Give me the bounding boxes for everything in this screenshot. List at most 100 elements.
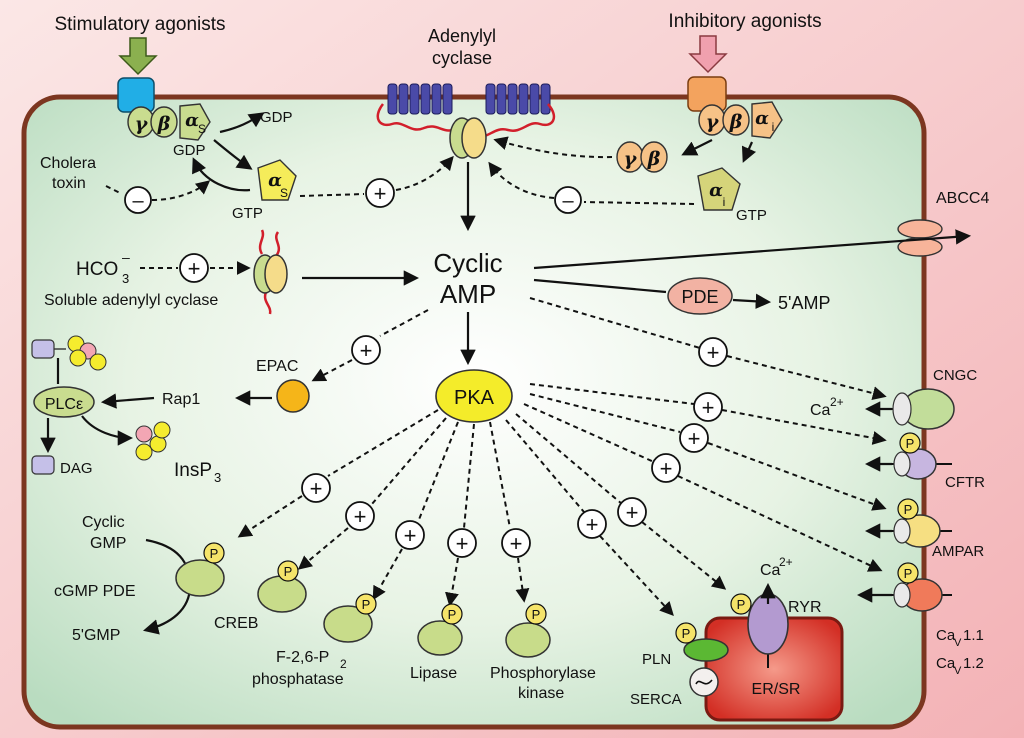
arrow-pde-to-5amp [732, 293, 772, 309]
arrow-rap1-to-plce [100, 393, 155, 409]
alpha-s-gtp: α S [257, 159, 297, 201]
alphas-ac-plus-circle [365, 178, 395, 208]
pka-cav-dash-2 [677, 475, 883, 572]
gi-alpha: α [755, 108, 769, 129]
serca-pump [689, 667, 719, 697]
pka-cav-dash-1 [523, 403, 655, 463]
label-gtp-right: GTP [736, 207, 767, 224]
ampar-pore [893, 518, 911, 544]
arrow-camp-to-pde [533, 278, 667, 294]
label-creb: CREB [214, 615, 258, 632]
pka-pln-plus-circle [577, 509, 607, 539]
epac-protein [276, 379, 310, 413]
label-insp3-sub: 3 [214, 470, 221, 485]
label-cftr: CFTR [945, 474, 985, 491]
label-toxin: toxin [52, 175, 86, 192]
pka-cgmppde-dash-1 [327, 409, 439, 477]
label-ca-cngc: Ca [810, 402, 831, 419]
cholera-inhibit-circle [124, 186, 152, 214]
alpha-s-gtp-alpha: α [268, 170, 282, 191]
f26p2-phospho-label: P [362, 597, 371, 612]
lipase-phospho [441, 603, 463, 625]
pka-phk-plus-circle [501, 528, 531, 558]
label-hco3-sub: 3 [122, 271, 129, 286]
label-gdp-mid: GDP [173, 142, 206, 159]
label-5gmp: 5'GMP [72, 627, 120, 644]
gi-protein: γ β α i [698, 101, 783, 139]
label-gdp-top: GDP [260, 109, 293, 126]
dag-molecule [31, 455, 55, 475]
label-amp: AMP [440, 279, 496, 309]
label-gtp-left: GTP [232, 205, 263, 222]
label-insp3: InsP [174, 460, 212, 481]
pka-pln-plus-sign: + [586, 512, 599, 537]
pln-phospho [675, 622, 697, 644]
label-cav12: Ca [936, 655, 956, 672]
ryr-phospho [730, 593, 752, 615]
ampar-phospho-label: P [904, 502, 913, 517]
camp-cngc-plus-circle [698, 337, 728, 367]
pka-cftr-plus-sign: + [702, 395, 715, 420]
serca-glyph [695, 679, 713, 685]
inhibitory-agonist-arrow [688, 35, 728, 74]
label-cyclase: cyclase [432, 48, 492, 68]
label-kinase: kinase [518, 685, 564, 702]
pka-ampar-dash-1 [529, 393, 681, 433]
gs-alpha-sub: S [198, 122, 206, 136]
label-stimulatory-agonists: Stimulatory agonists [54, 14, 225, 35]
gi-alpha-sub: i [772, 120, 775, 134]
arrow-to-alpha-s-gtp [213, 139, 253, 170]
pka-creb-dash-1 [371, 417, 447, 505]
label-cyclic: Cyclic [433, 248, 502, 278]
alpha-s-gtp-sub: S [280, 186, 288, 200]
pka-ryr-plus-circle [617, 497, 647, 527]
free-gamma: γ [624, 148, 638, 170]
pka-enzyme [435, 369, 513, 423]
label-rap1: Rap1 [162, 391, 200, 408]
alphas-ac-plus-sign: + [374, 181, 387, 206]
cholera-dash-1 [105, 185, 123, 195]
alpha-i-gtp-alpha: α [709, 180, 723, 201]
pka-creb-plus-sign: + [354, 504, 367, 529]
arrow-gi-to-gammabeta [681, 139, 713, 156]
gs-alpha: α [185, 110, 199, 131]
phk-phospho [525, 603, 547, 625]
cholera-minus-sign: – [132, 190, 144, 212]
pip2-molecule-top [31, 335, 107, 371]
label-cgmp-cyclic: Cyclic [82, 514, 125, 531]
camp-cngc-plus-sign: + [707, 340, 720, 365]
alphai-ac-minus-circle [554, 186, 582, 214]
label-abcc4: ABCC4 [936, 190, 989, 207]
gi-beta: β [729, 111, 743, 133]
pka-lipase-plus-sign: + [456, 531, 469, 556]
pka-lipase-dash-2 [445, 557, 459, 607]
label-ca-ryr-sup: 2+ [779, 555, 793, 569]
label-ryr: RYR [788, 599, 822, 616]
soluble-adenylyl-cyclase [253, 229, 288, 315]
abcc4-transporter [897, 219, 943, 257]
label-hco3: HCO [76, 259, 118, 280]
gs-protein: γ β α S [127, 103, 211, 141]
pka-ampar-plus-sign: + [688, 426, 701, 451]
phosphorylase-kinase-enzyme [505, 622, 551, 658]
camp-epac-plus-circle [351, 335, 381, 365]
alphai-ac-minus-sign: – [562, 190, 574, 212]
alpha-i-gtp-sub: i [723, 195, 726, 209]
cngc-pore [892, 392, 912, 426]
pka-creb-dash-2 [297, 527, 349, 570]
arrow-plce-to-insp3 [81, 415, 134, 446]
cav-phospho [897, 562, 919, 584]
label-cngc: CNGC [933, 367, 977, 384]
arrow-camp-to-abcc4 [533, 229, 972, 270]
gamma-beta-free: γ β [616, 141, 668, 173]
pka-f26-plus-sign: + [404, 523, 417, 548]
label-inhibitory-agonists: Inhibitory agonists [668, 11, 821, 32]
pka-cftr-plus-circle [693, 392, 723, 422]
lipase-phospho-label: P [448, 607, 457, 622]
label-pln: PLN [642, 651, 671, 668]
f26p2-phosphatase [323, 605, 373, 643]
pka-phk-plus-sign: + [510, 531, 523, 556]
pka-cav-plus-sign: + [660, 456, 673, 481]
